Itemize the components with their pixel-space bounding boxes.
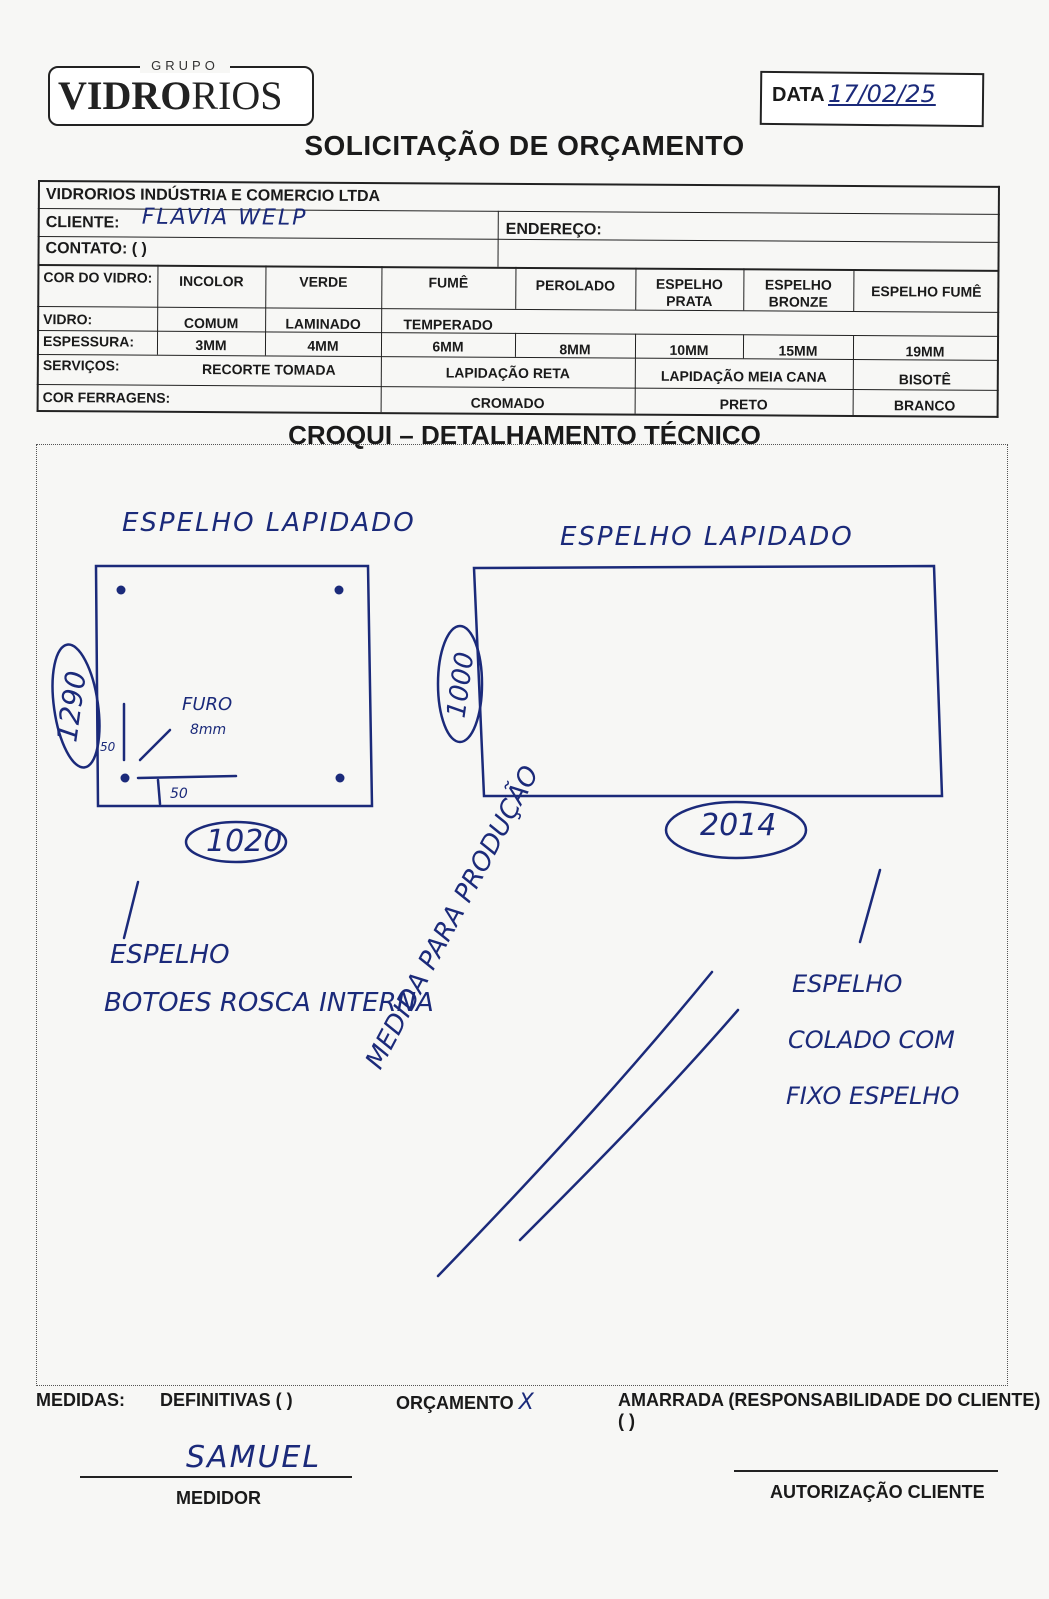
orcamento-option: ORÇAMENTO X [396, 1390, 534, 1415]
right-mirror-outline [472, 564, 944, 798]
medidor-signature: SAMUEL [186, 1440, 322, 1475]
sketch-section-title: CROQUI – DETALHAMENTO TÉCNICO [288, 420, 761, 450]
definitivas-option: DEFINITIVAS ( ) [160, 1390, 293, 1410]
center-stroke-2 [518, 1008, 740, 1242]
orcamento-checkmark: X [518, 1390, 534, 1415]
hole-top-left [116, 585, 126, 595]
dim-ellipse-left-width [184, 820, 288, 864]
dim-ellipse-left-height [51, 643, 101, 769]
note-left-line-2: BOTOES ROSCA INTERNA [104, 988, 434, 1018]
logo-brand-bold: VIDRO [58, 73, 192, 118]
note-stroke-left [122, 880, 140, 940]
left-mirror-outline [94, 564, 374, 808]
amarrada-option: AMARRADA (RESPONSABILIDADE DO CLIENTE) (… [618, 1390, 1041, 1431]
hole-bottom-right [335, 773, 345, 783]
medidor-label: MEDIDOR [176, 1488, 261, 1508]
date-value: 17/02/25 [828, 80, 936, 108]
right-width-dimension: 2014 [700, 808, 777, 843]
offset-h-line [136, 774, 238, 780]
note-stroke-right [858, 868, 882, 944]
dim-ellipse-right-height [436, 624, 484, 744]
note-left-line-1: ESPELHO [110, 940, 230, 970]
medidor-signature-line [80, 1476, 352, 1478]
dim-ellipse-right-width [664, 800, 808, 860]
offset-horizontal-value: 50 [170, 786, 188, 802]
left-width-dimension: 1020 [206, 824, 283, 859]
note-right-line-1: ESPELHO [792, 970, 903, 998]
logo-group-text: GRUPO [140, 58, 230, 73]
date-label: DATA [772, 84, 825, 106]
left-mirror-label: ESPELHO LAPIDADO [122, 508, 416, 538]
client-signature-line [734, 1470, 998, 1472]
offset-vertical-value: 50 [100, 740, 116, 754]
hole-bottom-left [120, 773, 130, 783]
offset-h-tick [156, 778, 162, 806]
note-right-line-2: COLADO COM [788, 1026, 955, 1054]
center-stroke-1 [436, 970, 714, 1278]
client-authorization-label: AUTORIZAÇÃO CLIENTE [770, 1482, 985, 1502]
sketch-area [36, 444, 1008, 1386]
note-right-line-3: FIXO ESPELHO [786, 1082, 960, 1110]
hole-top-right [334, 585, 344, 595]
right-mirror-label: ESPELHO LAPIDADO [560, 522, 854, 552]
logo-brand-light: RIOS [191, 73, 283, 118]
page-title: SOLICITAÇÃO DE ORÇAMENTO [304, 130, 745, 161]
hole-note-size: 8mm [190, 722, 227, 738]
hole-leader-line [138, 728, 172, 762]
measures-label: MEDIDAS: [36, 1390, 125, 1410]
logo: VIDRORIOS [58, 72, 282, 119]
hole-note-furo: FURO [182, 694, 233, 715]
